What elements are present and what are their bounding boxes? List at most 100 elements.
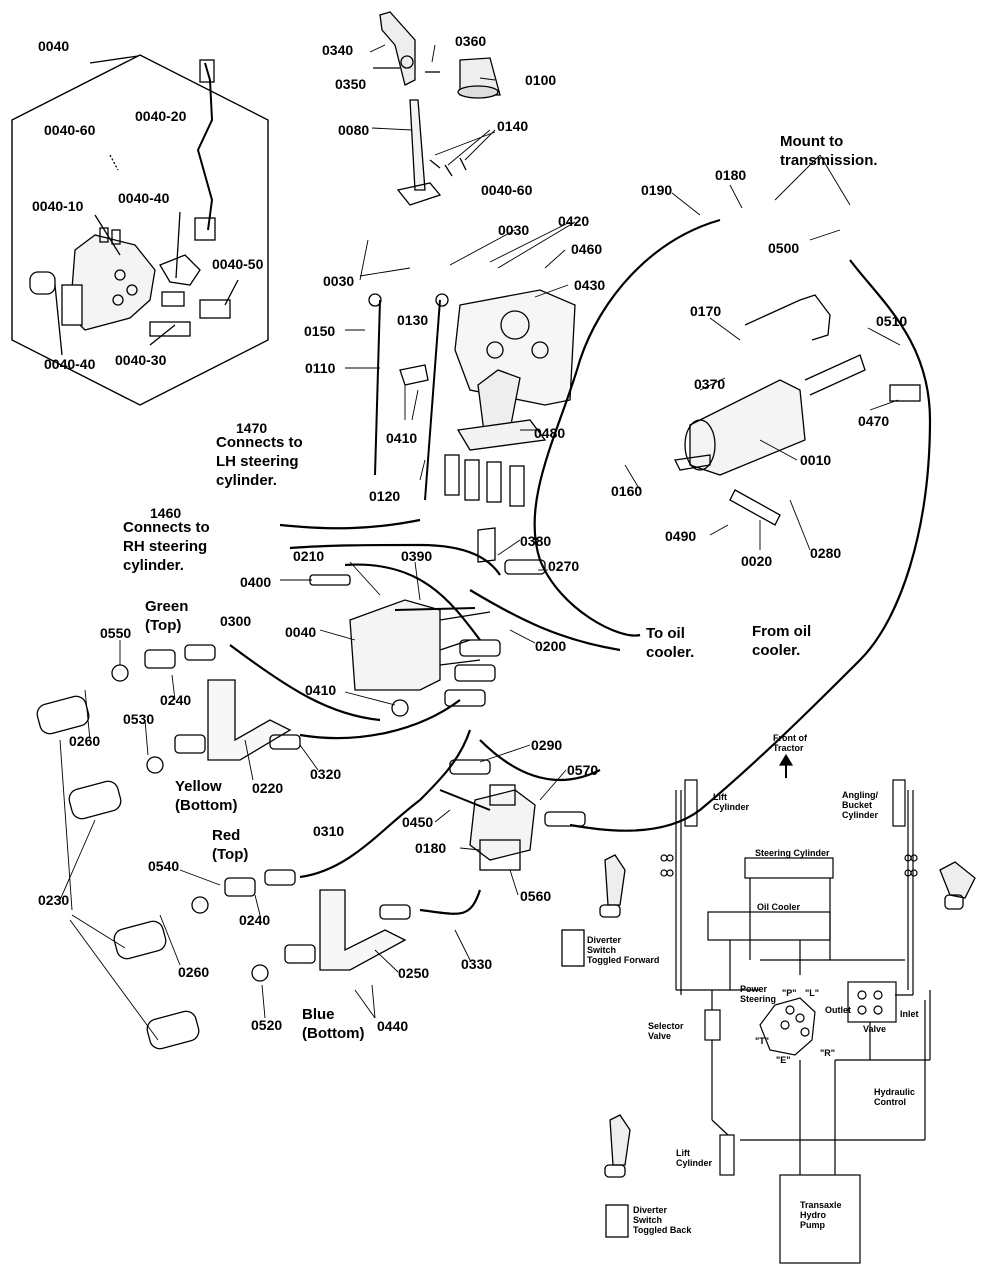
- diverter-toggled-forward: Diverter Switch Toggled Forward: [587, 935, 660, 965]
- note-green-top: Green (Top): [145, 598, 189, 634]
- part-label-0140: 0140: [497, 118, 529, 134]
- part-label-0450: 0450: [402, 814, 434, 830]
- note-mount-transmission: Mount to transmission.: [780, 133, 878, 169]
- hydraulic-cylinder: [674, 294, 921, 526]
- part-label-0550: 0550: [100, 625, 132, 641]
- part-label-0520: 0520: [251, 1017, 283, 1033]
- valve-inset-frame: [11, 54, 269, 406]
- part-label-0310: 0310: [313, 823, 345, 839]
- note-yellow-bottom: Yellow (Bottom): [175, 778, 238, 814]
- part-label-0150: 0150: [304, 323, 336, 339]
- part-label-0420: 0420: [558, 213, 590, 229]
- schematic-port-r: "R": [820, 1048, 836, 1058]
- part-label-0360: 0360: [455, 33, 487, 49]
- note-from-oil-cooler: From oil cooler.: [752, 623, 812, 659]
- part-label-0040-40b: 0040-40: [44, 356, 96, 372]
- part-label-0460: 0460: [571, 241, 603, 257]
- part-label-0260: 0260: [69, 733, 101, 749]
- part-label-0040-30: 0040-30: [115, 352, 167, 368]
- note-blue-bottom: Blue (Bottom): [302, 1006, 365, 1042]
- part-label-0160: 0160: [611, 483, 643, 499]
- part-label-0040: 0040: [38, 38, 70, 54]
- bracket-motor-assembly: [368, 289, 576, 507]
- part-label-0130: 0130: [397, 312, 429, 328]
- part-label-0410b: 0410: [305, 682, 337, 698]
- schematic-lift-cylinder-top: Lift Cylinder: [713, 792, 750, 812]
- mounting-brackets: [207, 679, 411, 971]
- hose-lines: [229, 218, 932, 915]
- schematic-valve: Valve: [863, 1024, 887, 1034]
- schematic-port-e: "E": [776, 1055, 791, 1065]
- part-label-0200: 0200: [535, 638, 567, 654]
- part-label-0180: 0180: [715, 167, 747, 183]
- part-label-0030b: 0030: [323, 273, 355, 289]
- part-label-0300: 0300: [220, 613, 252, 629]
- schematic-power-steering: Power Steering: [740, 984, 777, 1004]
- schematic-hydraulic-control: Hydraulic Control: [874, 1087, 916, 1107]
- note-lh-steering: Connects to LH steering cylinder.: [216, 434, 303, 489]
- part-label-0440: 0440: [377, 1018, 409, 1034]
- schematic-oil-cooler: Oil Cooler: [757, 902, 801, 912]
- part-label-0480: 0480: [534, 425, 566, 441]
- note-red-top: Red (Top): [212, 827, 249, 863]
- part-label-0100: 0100: [525, 72, 557, 88]
- part-label-0040-50: 0040-50: [212, 256, 264, 272]
- schematic-steering-cylinder: Steering Cylinder: [755, 848, 830, 858]
- part-label-0560: 0560: [520, 888, 552, 904]
- part-label-0080: 0080: [338, 122, 370, 138]
- part-label-0380: 0380: [520, 533, 552, 549]
- part-label-0340: 0340: [322, 42, 354, 58]
- leader-lines: [59, 44, 901, 1041]
- part-label-0510: 0510: [876, 313, 908, 329]
- part-label-0280: 0280: [810, 545, 842, 561]
- part-label-0040-10: 0040-10: [32, 198, 84, 214]
- part-label-0530: 0530: [123, 711, 155, 727]
- part-label-0110: 0110: [305, 360, 336, 376]
- part-label-0500: 0500: [768, 240, 800, 256]
- diverter-valve: [439, 759, 586, 871]
- schematic-lift-cylinder-bottom: Lift Cylinder: [676, 1148, 713, 1168]
- part-label-0220: 0220: [252, 780, 284, 796]
- part-label-0190: 0190: [641, 182, 673, 198]
- part-label-0410: 0410: [386, 430, 418, 446]
- hydraulic-schematic: [660, 753, 931, 1264]
- part-label-0120: 0120: [369, 488, 401, 504]
- part-label-0540: 0540: [148, 858, 180, 874]
- schematic-port-l: "L": [805, 988, 820, 998]
- part-label-0040-valve: 0040: [285, 624, 317, 640]
- part-label-0180b: 0180: [415, 840, 447, 856]
- part-label-0250: 0250: [398, 965, 430, 981]
- part-label-0010: 0010: [800, 452, 832, 468]
- diverter-switch-sketches: [561, 854, 976, 1238]
- part-label-0430: 0430: [574, 277, 606, 293]
- part-label-0330: 0330: [461, 956, 493, 972]
- part-label-0040-60b: 0040-60: [481, 182, 533, 198]
- inset-valve-body: [29, 59, 239, 356]
- part-label-0320: 0320: [310, 766, 342, 782]
- part-label-0270: 0270: [548, 558, 580, 574]
- schematic-angling-cylinder: Angling/ Bucket Cylinder: [842, 790, 879, 820]
- part-label-0030: 0030: [498, 222, 530, 238]
- note-to-oil-cooler: To oil cooler.: [646, 625, 695, 661]
- part-label-0230: 0230: [38, 892, 70, 908]
- control-lever-assembly: [373, 11, 501, 206]
- part-label-0170: 0170: [690, 303, 722, 319]
- quick-couplers: [36, 644, 316, 1050]
- schematic-front-of-tractor: Front of Tractor: [773, 733, 807, 753]
- part-label-0020: 0020: [741, 553, 773, 569]
- part-label-0210: 0210: [293, 548, 325, 564]
- part-label-0240b: 0240: [239, 912, 271, 928]
- diverter-toggled-back: Diverter Switch Toggled Back: [633, 1205, 692, 1235]
- part-label-0040-40: 0040-40: [118, 190, 170, 206]
- part-label-0400: 0400: [240, 574, 272, 590]
- schematic-selector-valve: Selector Valve: [648, 1021, 684, 1041]
- part-label-1460: 1460: [150, 505, 182, 521]
- part-label-0290: 0290: [531, 737, 563, 753]
- schematic-outlet: Outlet: [825, 1005, 851, 1015]
- schematic-hydro-pump: Transaxle Hydro Pump: [800, 1200, 842, 1230]
- part-label-1470: 1470: [236, 420, 268, 436]
- part-label-0570: 0570: [567, 762, 599, 778]
- schematic-port-p: "P": [782, 988, 797, 998]
- part-label-0040-20: 0040-20: [135, 108, 187, 124]
